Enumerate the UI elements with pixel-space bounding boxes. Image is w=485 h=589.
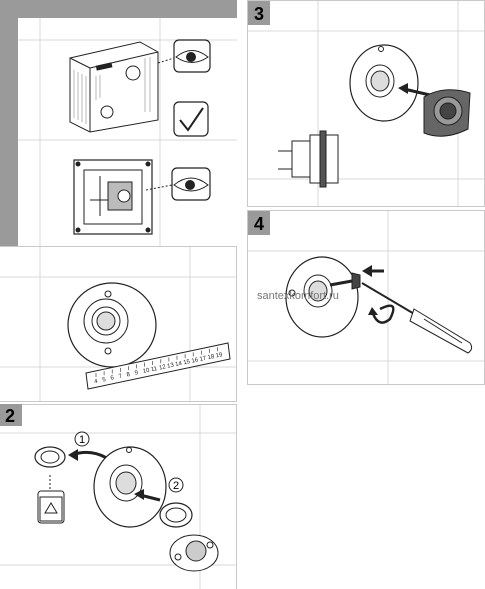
- watermark-text: santexkomfort.ru: [257, 290, 339, 302]
- step-2-badge: 2: [0, 404, 22, 426]
- pipe-side-view: [278, 130, 339, 188]
- ruler-tick-label: 5: [102, 377, 107, 384]
- step-1-inspect-illustration: [18, 18, 237, 246]
- step-2-seals-illustration: 1 2: [0, 405, 236, 589]
- grey-frame-left: [0, 0, 18, 246]
- rosette-drawing: [67, 282, 157, 368]
- callout-1: 1: [74, 431, 90, 447]
- step-3-number: 3: [254, 4, 265, 24]
- panel-step-4-fasten: 4 santexkomfort.ru: [247, 210, 485, 385]
- old-seal-ring: [34, 446, 66, 468]
- ruler-tick-label: 16: [191, 357, 199, 364]
- step-4-badge: 4: [248, 211, 270, 235]
- ruler-tick-label: 4: [94, 379, 99, 386]
- screw-drawing: [329, 272, 361, 290]
- ruler-tick-label: 10: [142, 368, 150, 375]
- recycle-bin-icon: [37, 475, 65, 524]
- eye-icon: [145, 167, 211, 201]
- installed-box-drawing: [73, 159, 153, 235]
- step-4-number: 4: [254, 214, 265, 234]
- panel-step-2-seals: 1 2: [0, 404, 237, 589]
- step-2-number: 2: [5, 406, 16, 426]
- new-seal-ring: [159, 502, 193, 528]
- ruler-tick-label: 11: [151, 366, 159, 373]
- step-3-mount-illustration: [248, 1, 484, 206]
- checkmark-icon: [173, 101, 209, 137]
- ruler-tick-label: 14: [175, 361, 183, 368]
- ruler-tick-label: 7: [118, 373, 123, 380]
- panel-step-1-inspect: [0, 0, 237, 246]
- rosette-drawing: [349, 44, 419, 122]
- ruler-tick-label: 6: [110, 375, 115, 382]
- ruler-tick-label: 17: [199, 356, 207, 363]
- fitting-drawing: [169, 534, 219, 572]
- grey-frame-top: [0, 0, 237, 18]
- step-3-badge: 3: [248, 1, 270, 25]
- ruler-tick-label: 12: [159, 364, 167, 371]
- callout-2-number: 2: [173, 480, 179, 492]
- ruler-tick-label: 8: [126, 372, 131, 379]
- rotate-arrow-icon: [362, 265, 395, 324]
- rosette-drawing: [93, 446, 167, 528]
- ruler-tick-label: 15: [183, 359, 191, 366]
- callout-1-number: 1: [79, 434, 85, 446]
- ruler-tick-label: 19: [215, 352, 223, 359]
- rosette-drawing: [285, 256, 359, 338]
- ruler-tick-label: 9: [134, 370, 139, 377]
- panel-step-3-mount: 3: [247, 0, 485, 207]
- ruler-tick-label: 18: [207, 354, 215, 361]
- eye-icon: [157, 39, 211, 73]
- ruler-tick-label: 13: [167, 362, 175, 369]
- screwdriver-icon: [361, 282, 473, 354]
- mounting-box-drawing: [69, 41, 159, 133]
- fitting-drawing: [423, 89, 471, 137]
- callout-2: 2: [168, 477, 184, 493]
- step-4-fasten-illustration: [248, 211, 484, 384]
